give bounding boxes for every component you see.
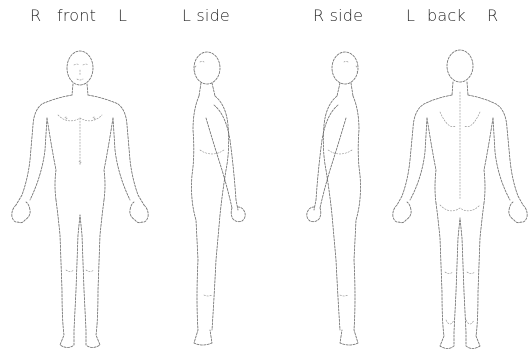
body-diagram-canvas: R front L L side R side L back R: [0, 0, 532, 361]
back-view-figure: [0, 0, 532, 361]
